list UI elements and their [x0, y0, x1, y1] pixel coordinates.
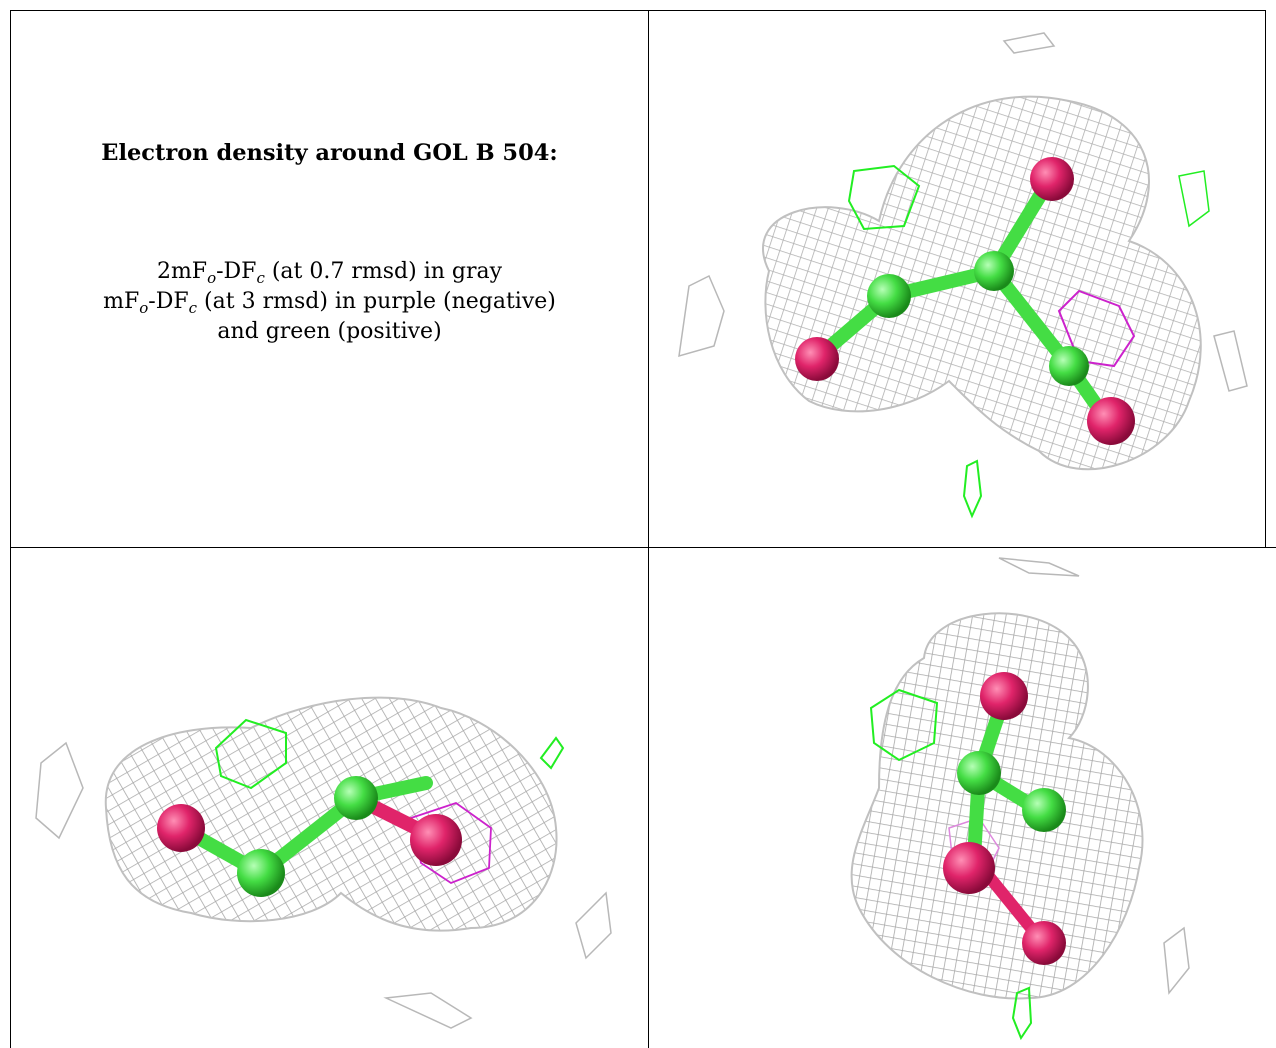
caption-title: Electron density around GOL B 504:: [101, 140, 558, 166]
gray-density-mesh: [850, 612, 1144, 1000]
green-positive-mesh-2: [1178, 170, 1210, 228]
glycerol-model: [795, 157, 1135, 445]
glycerol-model: [157, 776, 462, 897]
gray-noise-mesh-2: [1163, 926, 1190, 995]
green-positive-mesh: [847, 164, 921, 231]
density-render-2: [35, 696, 612, 1029]
gray-noise-mesh: [678, 274, 725, 358]
caption-line-1: 2mFo-DFc (at 0.7 rmsd) in gray: [156, 259, 503, 287]
density-view-1: [649, 11, 1265, 546]
green-positive-mesh: [869, 688, 939, 762]
caption-description: 2mFo-DFc (at 0.7 rmsd) in gray mFo-DFc (…: [11, 257, 648, 347]
grid-border-left: [10, 10, 11, 1048]
grid-border-top: [11, 10, 1265, 11]
green-positive-mesh: [214, 718, 287, 790]
green-positive-mesh-2: [1011, 986, 1033, 1041]
caption-line-3: and green (positive): [217, 319, 442, 344]
density-view-2: [11, 548, 648, 1048]
grid-border-right: [1265, 10, 1266, 547]
green-positive-mesh-3: [962, 459, 983, 519]
density-view-3: [649, 548, 1265, 1048]
caption-panel: Electron density around GOL B 504: 2mFo-…: [11, 11, 648, 546]
gray-noise-mesh-2: [575, 891, 612, 960]
grid-border-center: [648, 10, 649, 1048]
gray-noise-mesh-2: [1213, 330, 1248, 392]
green-positive-mesh-2: [539, 736, 565, 770]
gray-noise-mesh: [35, 741, 84, 840]
gray-noise-mesh-3: [383, 992, 473, 1029]
glycerol-model: [943, 672, 1066, 965]
caption-line-2: mFo-DFc (at 3 rmsd) in purple (negative): [103, 289, 556, 317]
gray-noise-mesh: [998, 557, 1080, 577]
density-render-1: [678, 32, 1248, 519]
purple-negative-mesh: [409, 802, 492, 885]
density-render-3: [850, 557, 1190, 1041]
gray-noise-mesh-3: [1002, 32, 1056, 54]
grid-border-middle: [11, 547, 1276, 548]
